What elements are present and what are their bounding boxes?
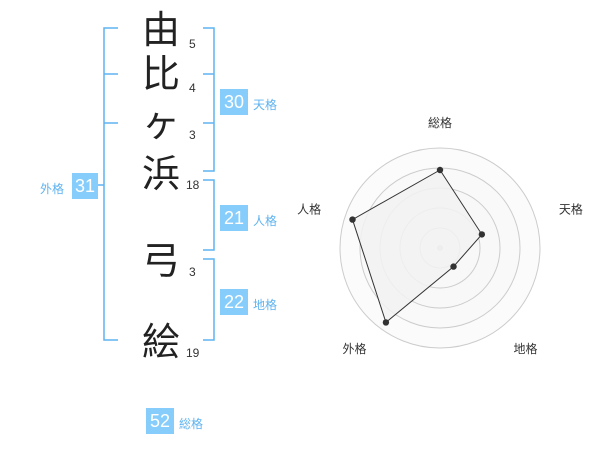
soukaku-label: 総格 (179, 417, 204, 431)
name-char-5: 弓 (141, 239, 180, 283)
jinkaku-bracket (203, 179, 215, 251)
radar-point-1 (436, 166, 444, 174)
radar-axis-label-3: 地格 (513, 341, 537, 356)
chikaku-bracket (203, 258, 215, 341)
stroke-count-6: 19 (186, 346, 200, 360)
chikaku-value: 22 (220, 289, 248, 315)
radar-polygon (351, 169, 483, 324)
stroke-count-4: 18 (186, 178, 200, 192)
stroke-count-2: 4 (189, 81, 196, 95)
gaikaku-label: 外格 (40, 182, 65, 196)
chikaku-label: 地格 (253, 298, 278, 312)
jinkaku-label: 人格 (253, 214, 278, 228)
radar-point-3 (450, 263, 457, 270)
tenkaku-value: 30 (220, 89, 248, 115)
radar-axis-label-5: 人格 (297, 201, 321, 216)
tenkaku-label: 天格 (253, 98, 278, 112)
soukaku-value: 52 (146, 408, 174, 434)
jinkaku-value: 21 (220, 205, 248, 231)
name-char-6: 絵 (141, 320, 180, 364)
radar-point-2 (478, 231, 486, 238)
radar-axis-label-1: 総格 (428, 115, 452, 130)
name-char-2: 比 (141, 52, 180, 96)
radar-axis-label-2: 天格 (559, 201, 583, 216)
gaikaku-bracket (103, 27, 118, 341)
name-char-3: ヶ (141, 101, 180, 145)
stroke-count-3: 3 (189, 128, 196, 142)
radar-point-5 (349, 216, 356, 223)
name-char-4: 浜 (141, 152, 180, 196)
stroke-count-1: 5 (189, 37, 196, 51)
gaikaku-value: 31 (72, 173, 98, 199)
name-char-1: 由 (141, 8, 180, 52)
tenkaku-bracket (203, 27, 215, 172)
radar-point-4 (382, 319, 390, 326)
radar-axis-label-4: 外格 (343, 341, 367, 356)
stroke-count-5: 3 (189, 265, 196, 279)
